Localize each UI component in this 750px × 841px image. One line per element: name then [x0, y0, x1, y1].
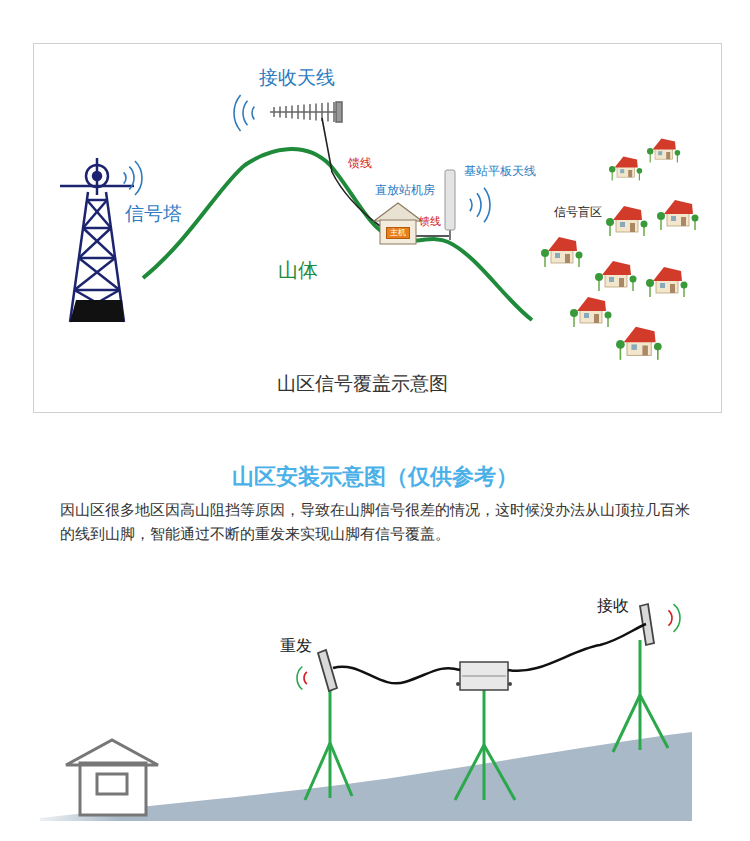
signal-wave [674, 604, 680, 632]
repeater-antenna [318, 650, 337, 691]
house-icon [616, 327, 662, 360]
signal-tower [60, 158, 134, 322]
cable [333, 667, 460, 684]
tripod-stand [455, 690, 515, 800]
house-outline [66, 740, 158, 815]
node-text: 主机 [390, 229, 406, 238]
signal-wave [470, 199, 472, 211]
house-icon [595, 261, 637, 291]
section-title: 山区安装示意图（仅供参考） [232, 464, 518, 490]
figure-caption: 山区信号覆盖示意图 [277, 372, 448, 395]
signal-wave [477, 193, 481, 216]
host-box: 主机 [386, 227, 410, 240]
antenna-label: 接收天线 [259, 66, 335, 89]
repeater-device [456, 662, 512, 690]
feeder-cable [322, 118, 380, 226]
tripod-stand [613, 640, 668, 752]
house-icon [647, 138, 680, 162]
signal-wave [484, 188, 490, 222]
repeater-label: 重发 [280, 636, 312, 655]
signal-wave [135, 161, 142, 195]
signal-wave [129, 167, 134, 190]
receive-label: 接收 [597, 596, 629, 615]
antenna-label: 基站平板天线 [464, 164, 536, 178]
station-house [374, 203, 422, 244]
panel-antenna [445, 170, 455, 240]
signal-wave [297, 667, 302, 690]
ground [40, 732, 692, 821]
signal-wave [234, 95, 241, 131]
zone-label: 信号盲区 [554, 205, 602, 219]
feeder-label: 馈线 [419, 215, 441, 228]
receive-antenna [270, 102, 342, 122]
house-icon [570, 297, 612, 327]
cable [508, 624, 646, 671]
signal-wave [252, 107, 254, 120]
signal-wave [243, 101, 247, 125]
signal-wave [304, 672, 307, 684]
signal-wave [124, 172, 126, 183]
house-icon [609, 156, 642, 180]
feeder-label: 馈线 [348, 156, 372, 170]
description-text: 因山区很多地区因高山阻挡等原因，导致在山脚信号很差的情况，这时候没办法从山顶拉几… [60, 498, 700, 546]
panel-frame [34, 44, 722, 413]
house-icon [646, 267, 688, 297]
tower-label: 信号塔 [125, 202, 182, 225]
house-icon [657, 200, 699, 230]
feeder-cable [416, 230, 450, 236]
room-label: 直放站机房 [375, 183, 435, 197]
house-icon [606, 206, 648, 236]
house-icon [541, 237, 583, 267]
mountain-label: 山体 [278, 258, 318, 282]
signal-wave [668, 610, 672, 625]
tripod-stand [305, 690, 352, 800]
